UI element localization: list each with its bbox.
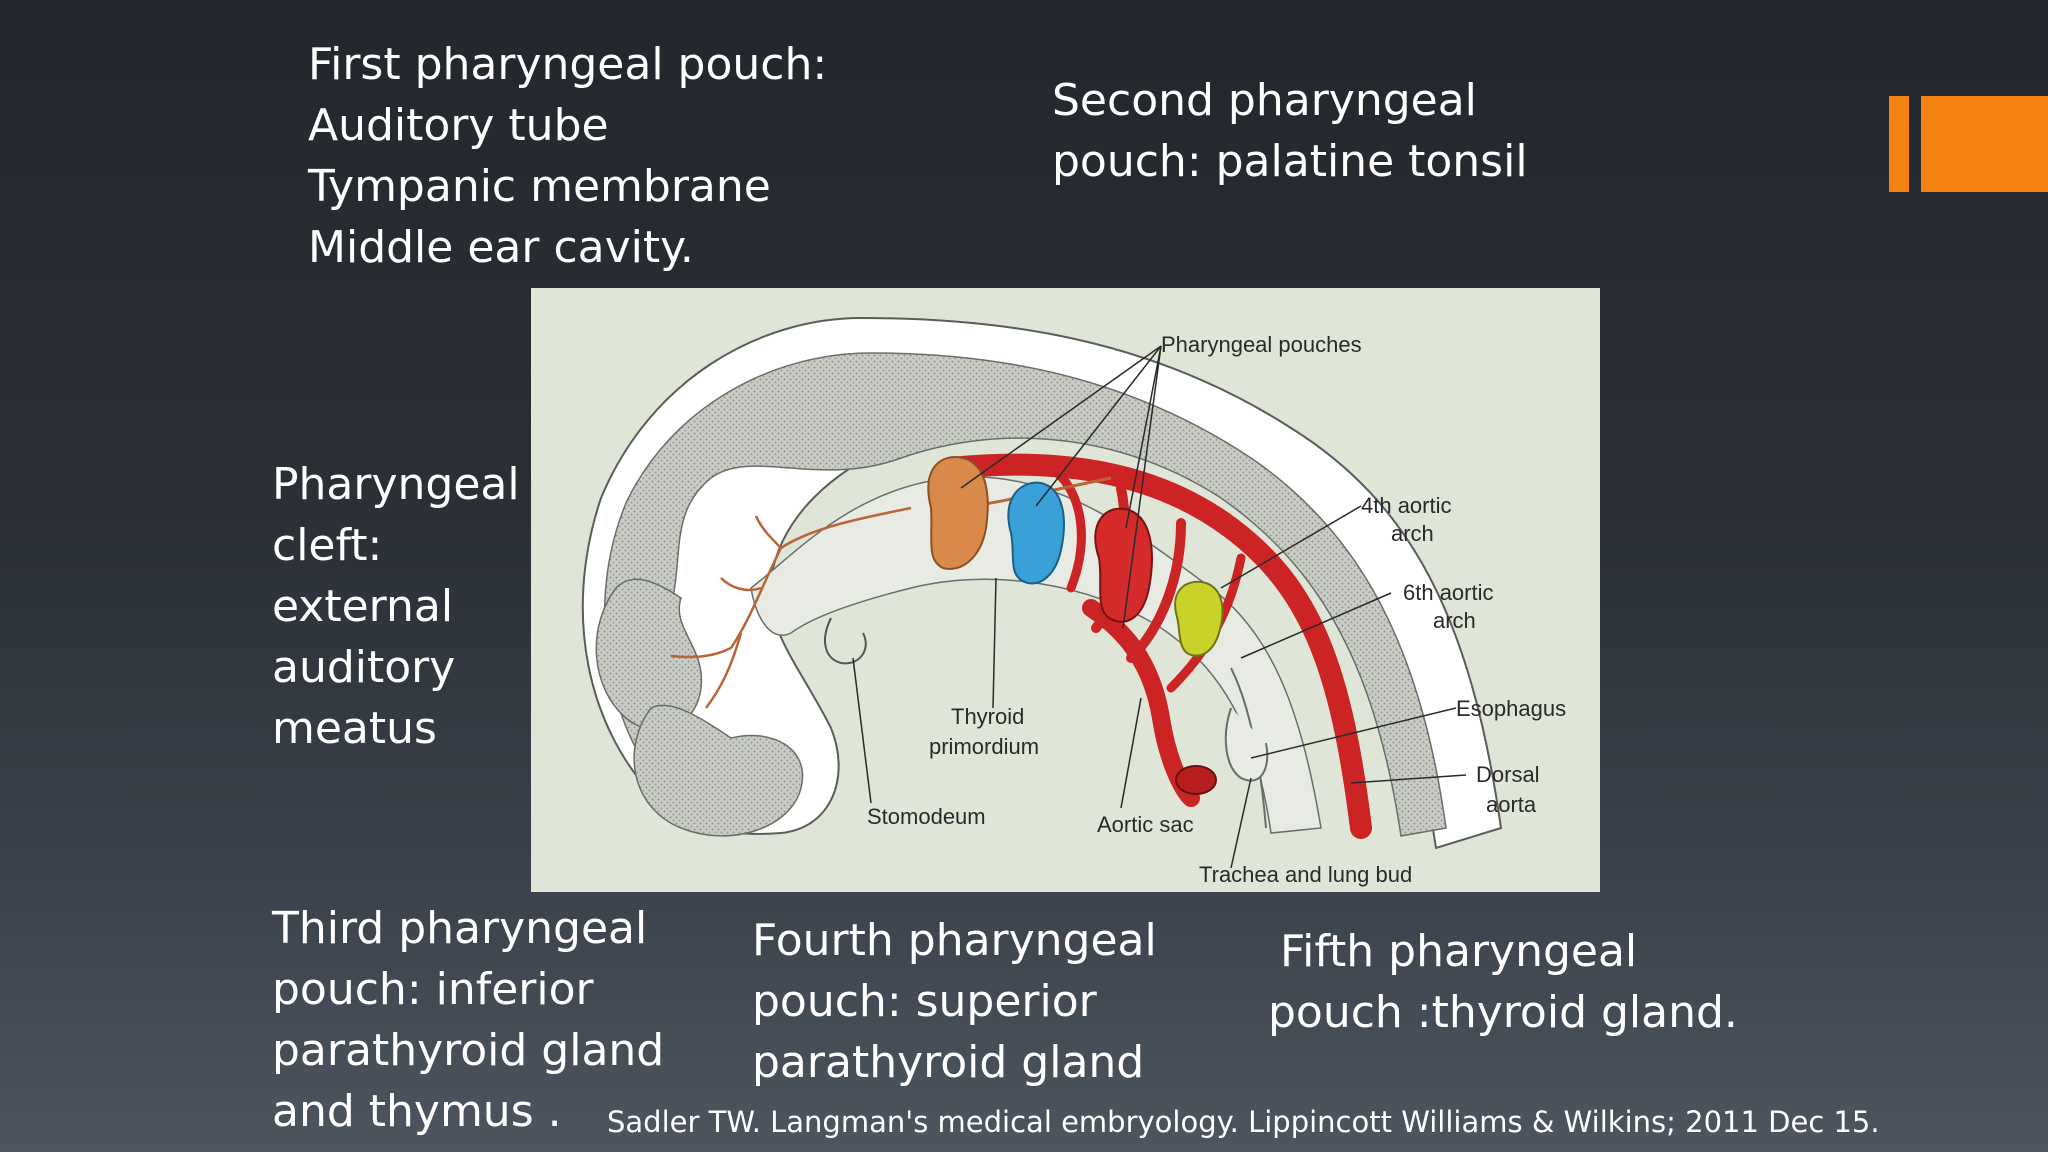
label-dorsal-aorta-1: Dorsal <box>1476 762 1540 787</box>
fifth-pouch-line: pouch :thyroid gland. <box>1268 987 1738 1038</box>
facial-branches <box>670 506 912 709</box>
third-pouch-line: pouch: inferior <box>272 964 594 1015</box>
fourth-pouch-text: Fourth pharyngeal pouch: superior parath… <box>752 910 1157 1093</box>
fourth-pouch-line: parathyroid gland <box>752 1037 1145 1088</box>
cleft-line: external <box>272 581 454 632</box>
label-4th-aortic-arch-2: arch <box>1391 521 1434 546</box>
citation-text: Sadler TW. Langman's medical embryology.… <box>607 1105 1880 1139</box>
label-stomodeum: Stomodeum <box>867 804 986 829</box>
cleft-line: meatus <box>272 703 437 754</box>
third-pouch-line: parathyroid gland <box>272 1025 665 1076</box>
first-pouch-line: First pharyngeal pouch: <box>308 39 828 90</box>
fifth-pouch-line: Fifth pharyngeal <box>1280 926 1638 977</box>
fourth-pouch-shape <box>1174 580 1224 657</box>
second-pouch-line: Second pharyngeal <box>1052 75 1477 126</box>
second-pouch-shape <box>1007 481 1065 585</box>
third-pouch-line: and thymus . <box>272 1086 562 1137</box>
pharyngeal-cleft-text: Pharyngeal cleft: external auditory meat… <box>272 454 520 759</box>
label-6th-aortic-arch-2: arch <box>1433 608 1476 633</box>
first-pouch-shape <box>927 456 989 570</box>
third-pouch-shape <box>1094 507 1153 623</box>
accent-bar-thin <box>1889 96 1909 192</box>
label-trachea: Trachea and lung bud <box>1199 862 1412 887</box>
embryo-pharyngeal-diagram: Pharyngeal pouches 4th aortic arch 6th a… <box>531 288 1600 892</box>
first-pouch-line: Middle ear cavity. <box>308 222 694 273</box>
second-pouch-line: pouch: palatine tonsil <box>1052 136 1528 187</box>
label-aortic-sac: Aortic sac <box>1097 812 1194 837</box>
label-4th-aortic-arch-1: 4th aortic <box>1361 493 1452 518</box>
first-pouch-line: Tympanic membrane <box>308 161 771 212</box>
label-pharyngeal-pouches: Pharyngeal pouches <box>1161 332 1362 357</box>
second-pouch-text: Second pharyngeal pouch: palatine tonsil <box>1052 70 1528 192</box>
third-pouch-text: Third pharyngeal pouch: inferior parathy… <box>272 898 664 1142</box>
trachea-shape <box>1224 707 1269 782</box>
accent-bar-thick <box>1921 96 2048 192</box>
fourth-pouch-line: Fourth pharyngeal <box>752 915 1157 966</box>
label-thyroid-2: primordium <box>929 734 1039 759</box>
stomodeum-shape <box>824 617 867 665</box>
forebrain <box>595 578 703 731</box>
first-pouch-text: First pharyngeal pouch: Auditory tube Ty… <box>308 34 827 278</box>
diagram-svg: Pharyngeal pouches 4th aortic arch 6th a… <box>531 288 1600 892</box>
first-pouch-line: Auditory tube <box>308 100 609 151</box>
cleft-line: Pharyngeal <box>272 459 520 510</box>
leader-lines <box>852 345 1467 869</box>
label-esophagus: Esophagus <box>1456 696 1566 721</box>
cleft-line: auditory <box>272 642 456 693</box>
third-pouch-line: Third pharyngeal <box>272 903 648 954</box>
lower-head <box>633 704 804 837</box>
fourth-pouch-line: pouch: superior <box>752 976 1097 1027</box>
aortic-sac-opening <box>1175 765 1217 795</box>
label-dorsal-aorta-2: aorta <box>1486 792 1537 817</box>
neural-tube <box>603 352 1447 837</box>
fifth-pouch-text: Fifth pharyngeal pouch :thyroid gland. <box>1268 921 1738 1043</box>
label-6th-aortic-arch-1: 6th aortic <box>1403 580 1494 605</box>
cleft-line: cleft: <box>272 520 383 571</box>
label-thyroid-1: Thyroid <box>951 704 1024 729</box>
